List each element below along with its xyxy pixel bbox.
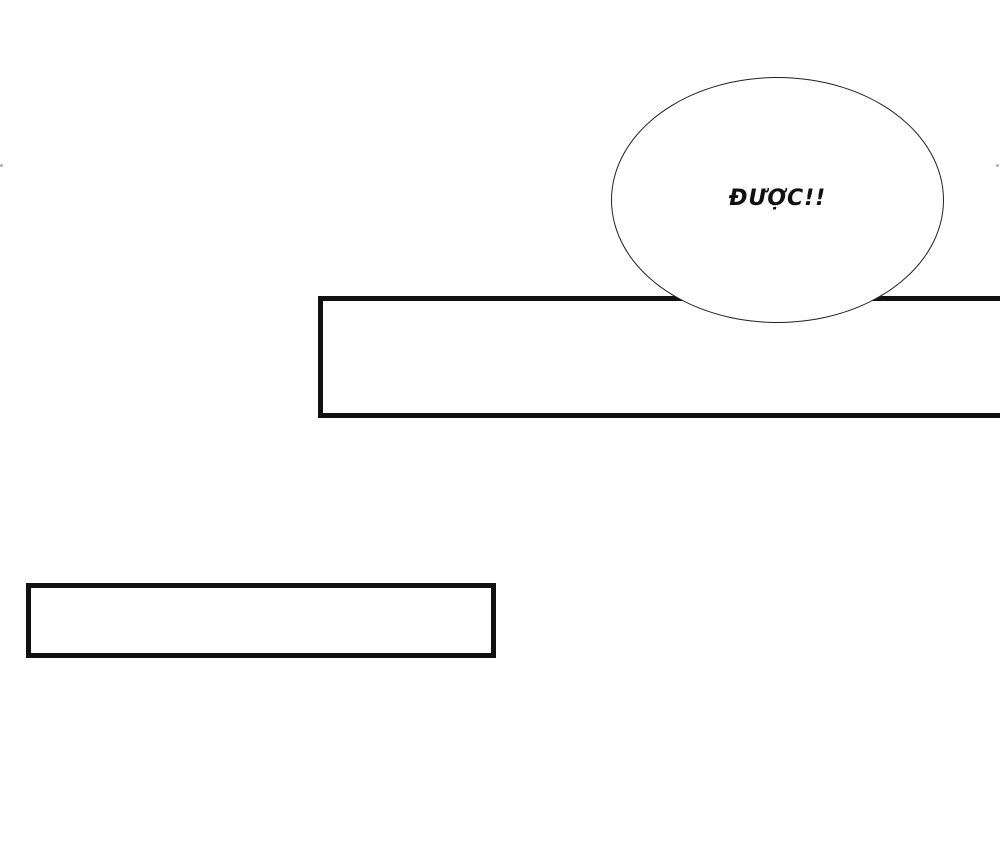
speech-bubble-text: ĐƯỢC!! [728,185,827,211]
comic-panel-upper [318,296,1000,418]
speech-bubble: ĐƯỢC!! [611,77,944,323]
page-edge-mark-left [0,164,3,167]
page-edge-mark-right [996,164,999,167]
comic-panel-lower [26,583,496,658]
